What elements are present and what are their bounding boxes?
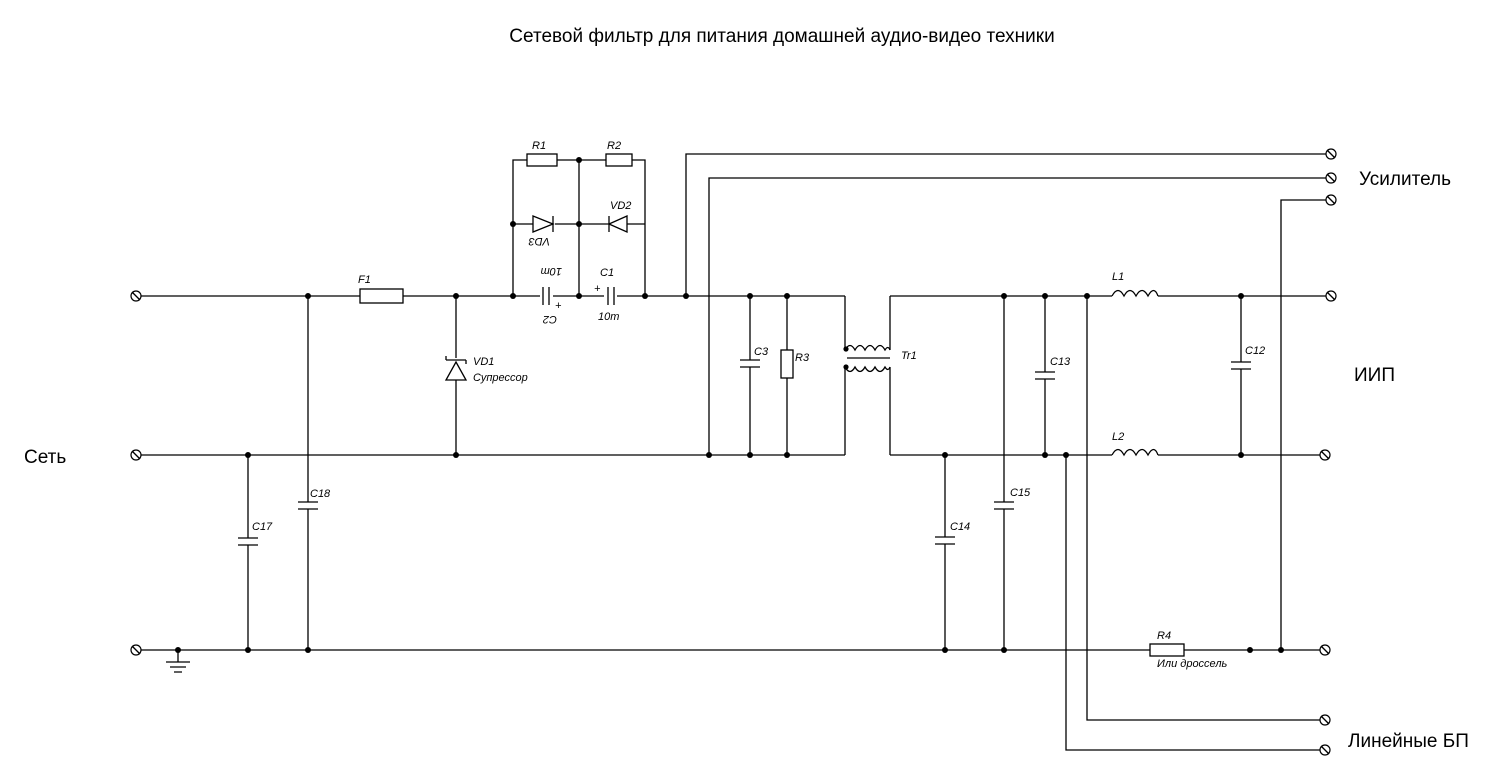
label-C12: C12 [1245,345,1265,357]
resistor-R4 [1149,643,1185,657]
label-C1-value: 10m [598,311,619,323]
label-C2: C2 [543,313,557,325]
capacitor-C17 [238,537,258,546]
label-VD3: VD3 [528,235,550,247]
capacitor-C13 [1035,371,1055,380]
terminal-amp-1 [1325,148,1337,160]
label-R3: R3 [795,352,810,364]
label-VD2: VD2 [610,200,631,212]
resistor-R2 [605,153,633,167]
capacitor-C12 [1231,361,1251,370]
label-C3: C3 [754,346,769,358]
label-C18: C18 [310,488,331,500]
terminals [130,148,1337,756]
terminal-smps-earth [1319,644,1331,656]
capacitor-C18 [298,501,318,510]
terminal-mains-line [130,290,142,302]
label-R4: R4 [1157,630,1171,642]
label-C14: C14 [950,521,970,533]
wires [140,153,1326,751]
resistor-R1 [526,153,558,167]
inductor-L1 [1111,289,1159,298]
capacitor-C2 [542,287,550,305]
junction-dots [175,157,1284,653]
terminal-mains-neutral [130,449,142,461]
label-C2-plus: + [555,300,562,312]
label-R2: R2 [607,140,621,152]
capacitor-C3 [740,359,760,368]
terminal-amp-2 [1325,172,1337,184]
label-Tr1: Tr1 [901,350,917,362]
diode-VD3 [532,215,555,233]
label-amplifier: Усилитель [1359,169,1451,190]
terminal-smps-neutral [1319,449,1331,461]
terminal-smps-line [1325,290,1337,302]
label-C2-value: 10m [541,265,562,277]
suppressor-VD1 [444,356,468,381]
diode-VD2 [607,214,628,234]
terminal-amp-3 [1325,194,1337,206]
terminal-linear-1 [1319,714,1331,726]
label-R4-note: Или дроссель [1157,658,1228,670]
label-VD1: VD1 [473,356,494,368]
capacitor-C1 [607,287,615,305]
label-L1: L1 [1112,271,1124,283]
label-L2: L2 [1112,431,1124,443]
label-VD1-note: Супрессор [473,372,528,384]
terminal-linear-2 [1319,744,1331,756]
capacitor-C15 [994,501,1014,510]
label-mains: Сеть [24,447,66,468]
label-F1: F1 [358,274,371,286]
label-C15: C15 [1010,487,1031,499]
label-C17: C17 [252,521,273,533]
label-C1: C1 [600,267,614,279]
inductor-L2 [1111,448,1159,457]
label-smps: ИИП [1354,365,1395,386]
label-linear-psu: Линейные БП [1348,731,1469,752]
capacitor-C14 [935,536,955,545]
diagram-title: Сетевой фильтр для питания домашней ауди… [509,26,1054,47]
label-C1-plus: + [594,283,601,295]
terminal-mains-earth [130,644,142,656]
resistor-R3 [780,349,794,379]
label-C13: C13 [1050,356,1071,368]
transformer-Tr1 [843,344,891,373]
fuse-F1 [359,288,404,304]
label-R1: R1 [532,140,546,152]
